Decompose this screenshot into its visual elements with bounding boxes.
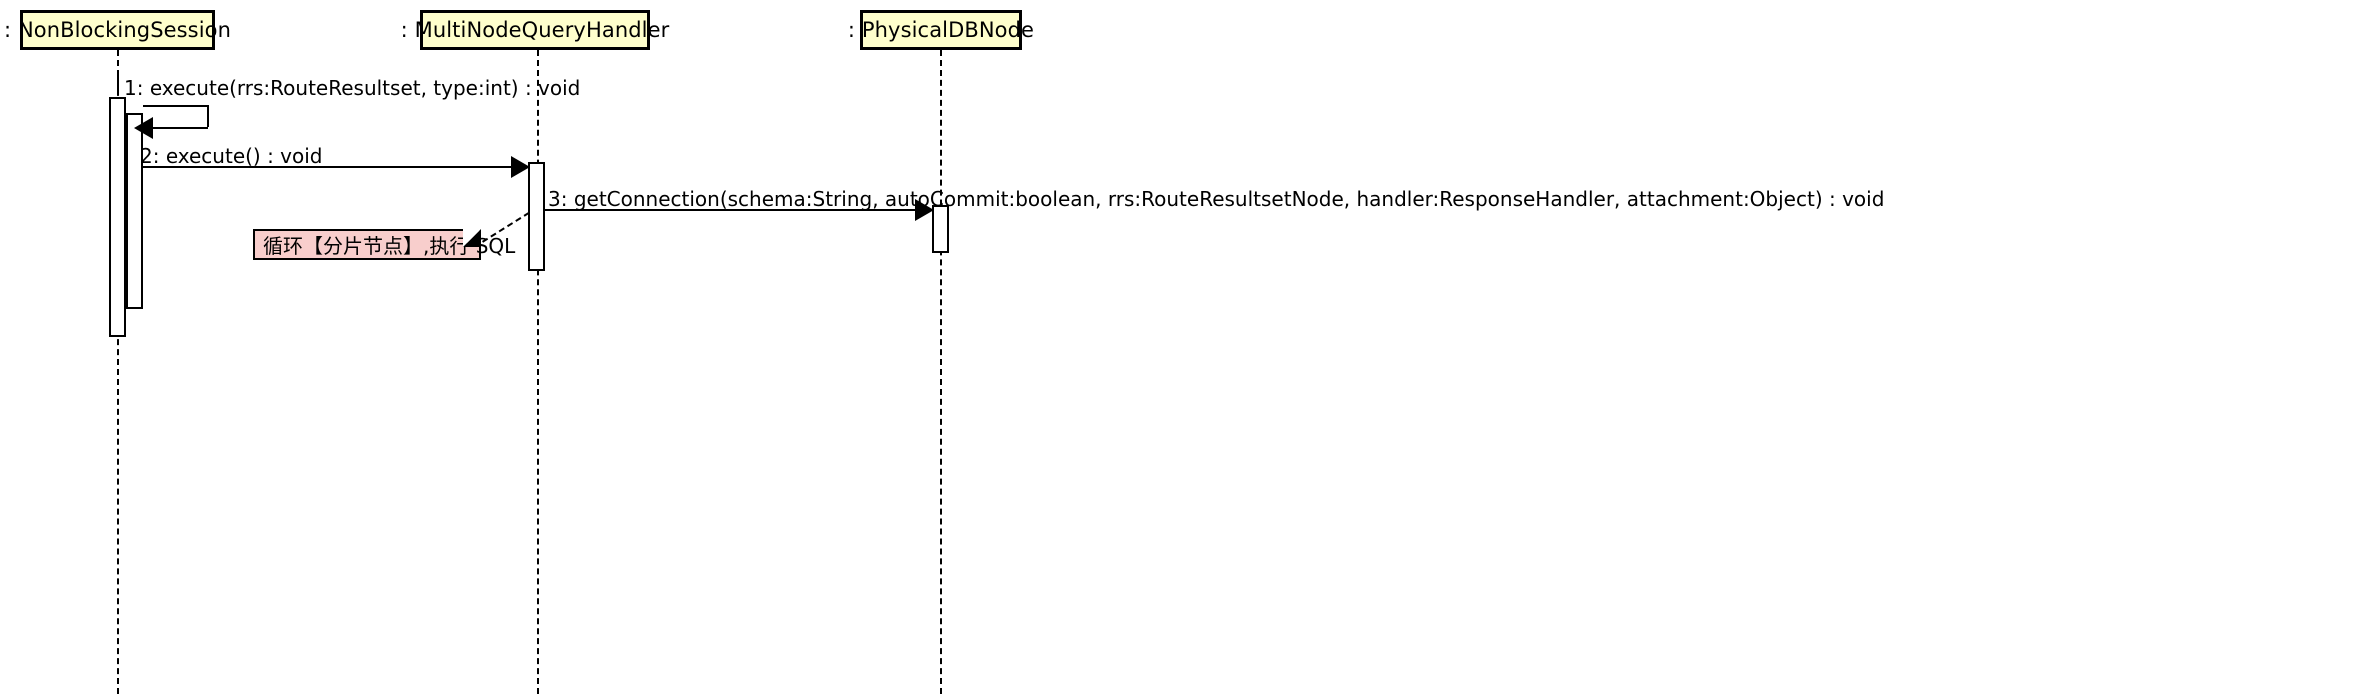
lifeline-head-session[interactable]: : NonBlockingSession xyxy=(4,10,231,50)
lifeline-stem-dbnode xyxy=(940,50,942,694)
message-3-arrowhead xyxy=(915,199,934,221)
lifeline-head-dbnode[interactable]: : PhysicalDBNode xyxy=(848,10,1034,50)
activation-session-nested xyxy=(126,113,143,309)
message-1-self-right xyxy=(207,105,209,127)
message-1-label: 1: execute(rrs:RouteResultset, type:int)… xyxy=(124,76,581,100)
message-1-self-bottom xyxy=(152,127,208,129)
lifeline-label-handler: : MultiNodeQueryHandler xyxy=(400,18,670,42)
lifeline-stem-handler xyxy=(537,50,539,694)
activation-dbnode xyxy=(932,205,949,253)
lifeline-label-session: : NonBlockingSession xyxy=(4,18,232,42)
activation-handler xyxy=(528,162,545,271)
note-loop-execute-sql[interactable]: 循环【分片节点】,执行 SQL xyxy=(253,229,515,260)
lifeline-label-dbnode: : PhysicalDBNode xyxy=(847,18,1035,42)
message-3-label: 3: getConnection(schema:String, autoComm… xyxy=(548,187,1885,211)
lifeline-head-handler[interactable]: : MultiNodeQueryHandler xyxy=(401,10,669,50)
activation-session-outer xyxy=(109,97,126,337)
message-3-line xyxy=(545,209,923,211)
lifeline-stem-session xyxy=(117,50,119,694)
message-1-arrowhead xyxy=(134,117,153,139)
note-fold-corner-icon xyxy=(463,229,481,247)
message-2-arrowhead xyxy=(511,156,530,178)
message-1-self-top xyxy=(143,105,208,107)
message-2-line xyxy=(143,166,519,168)
message-1-found-stub xyxy=(117,76,119,95)
message-2-label: 2: execute() : void xyxy=(140,144,323,168)
